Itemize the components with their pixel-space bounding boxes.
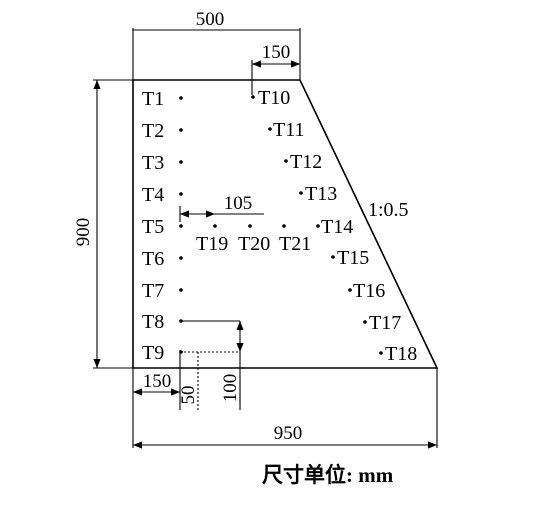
point-marker-t14 (316, 224, 320, 228)
point-label-t17: T17 (369, 312, 401, 334)
dim-label-950: 950 (274, 423, 303, 444)
point-label-t7: T7 (142, 280, 164, 302)
point-label-t13: T13 (305, 183, 337, 205)
point-label-t5: T5 (142, 216, 164, 238)
right-points-group: T10 T11 T12 T13 T14 T15 T16 T17 T18 (251, 87, 417, 365)
slope-label: 1:0.5 (368, 199, 409, 221)
point-marker-t12 (284, 159, 288, 163)
point-label-t14: T14 (321, 216, 353, 238)
point-label-t8: T8 (142, 311, 164, 333)
point-marker-t16 (348, 288, 352, 292)
point-label-t4: T4 (142, 184, 164, 206)
dim-label-150-top: 150 (262, 42, 291, 63)
dim-label-105: 105 (224, 193, 253, 214)
point-marker-t9 (179, 350, 183, 354)
point-marker-t13 (299, 191, 303, 195)
point-label-t21: T21 (279, 233, 311, 255)
point-marker-t8 (179, 319, 183, 323)
point-label-t12: T12 (290, 151, 322, 173)
dim-label-150-bottom: 150 (143, 371, 172, 392)
left-points-group: T1 T2 T3 T4 T5 T6 T7 T8 T9 (142, 88, 183, 364)
point-marker-t3 (179, 160, 183, 164)
point-label-t6: T6 (142, 248, 164, 270)
point-marker-t7 (179, 288, 183, 292)
point-marker-t20 (248, 224, 252, 228)
point-label-t2: T2 (142, 120, 164, 142)
point-marker-t2 (179, 128, 183, 132)
point-label-t16: T16 (353, 280, 385, 302)
point-marker-t15 (331, 255, 335, 259)
point-marker-t4 (179, 192, 183, 196)
dim-label-100: 100 (220, 374, 241, 403)
point-label-t10: T10 (258, 87, 290, 109)
point-label-t20: T20 (238, 233, 270, 255)
point-label-t3: T3 (142, 152, 164, 174)
point-label-t1: T1 (142, 88, 164, 110)
point-label-t9: T9 (142, 342, 164, 364)
point-marker-t17 (363, 320, 367, 324)
point-marker-t11 (268, 127, 272, 131)
point-label-t11: T11 (273, 119, 304, 141)
dim-label-900: 900 (73, 218, 94, 247)
point-label-t15: T15 (337, 247, 369, 269)
point-marker-t10 (251, 95, 255, 99)
point-marker-t1 (179, 96, 183, 100)
dim-label-500: 500 (196, 9, 225, 30)
point-marker-t18 (379, 351, 383, 355)
unit-note: 尺寸单位: mm (262, 463, 394, 487)
point-marker-t5 (179, 224, 183, 228)
point-marker-t19 (213, 224, 217, 228)
point-marker-t6 (179, 256, 183, 260)
point-label-t18: T18 (385, 343, 417, 365)
dim-label-50: 50 (178, 386, 199, 405)
point-marker-t21 (282, 224, 286, 228)
point-label-t19: T19 (196, 233, 228, 255)
middle-points-group: T19 T20 T21 (196, 224, 311, 255)
